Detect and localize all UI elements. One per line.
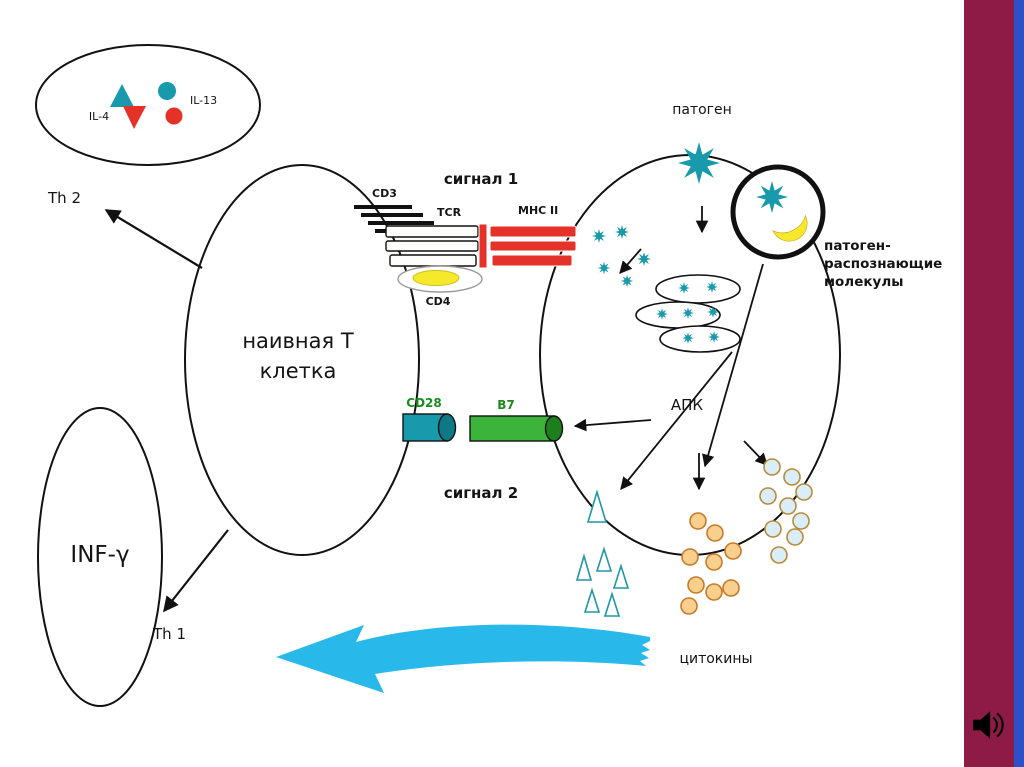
pathogen-label: патоген	[672, 102, 732, 118]
pr-label-line3: молекулы	[824, 274, 903, 290]
signal1-receptor-complex: сигнал 1 CD3 TCR MHC II	[354, 170, 577, 308]
mhc2-label: MHC II	[518, 204, 558, 217]
slide-edge-strip	[1014, 0, 1024, 767]
mhc2-bars	[478, 223, 577, 269]
pathogen-star-icon	[678, 142, 720, 184]
il4-up-triangle-icon	[110, 84, 134, 107]
apc-label: АПК	[671, 396, 704, 414]
pr-label-line2: распознающие	[824, 256, 942, 272]
il4-label: IL-4	[89, 110, 109, 123]
il13-teal-circle-icon	[158, 82, 176, 100]
immunology-diagram: IL-4 IL-13 Th 2 Th 1 наивная Т клетка IN…	[35, 44, 942, 707]
cd4-molecule: CD4	[397, 265, 483, 308]
pr-label-line1: патоген-	[824, 238, 891, 254]
il4-il13-group: IL-4 IL-13	[89, 82, 217, 129]
b7-label: B7	[497, 398, 515, 412]
antigen-fragments	[592, 225, 651, 288]
pathogen-group: патоген	[672, 102, 732, 234]
cd4-label: CD4	[426, 295, 451, 308]
naive-t-label-line2: клетка	[260, 359, 337, 383]
recognition-circle	[730, 164, 826, 260]
signal2-label: сигнал 2	[444, 484, 518, 502]
slide-sidebar	[964, 0, 1014, 767]
recognized-pathogen-star-icon	[755, 180, 789, 214]
inf-gamma-label: INF-γ	[70, 542, 129, 568]
antigen-arrow	[619, 248, 642, 274]
naive-t-cell	[184, 164, 420, 556]
naive-t-label-line1: наивная Т	[242, 329, 354, 353]
th2-label: Th 2	[47, 189, 81, 207]
th2-cytokine-vesicle	[35, 44, 261, 166]
signal1-label: сигнал 1	[444, 170, 518, 188]
th1-arrow	[163, 529, 229, 613]
th2-arrow	[104, 209, 203, 269]
cd28-cylinder	[402, 413, 457, 442]
pathogen-recognition-group: патоген- распознающие молекулы	[730, 164, 942, 290]
cytokine-blue-cluster	[759, 458, 813, 564]
tcr-label: TCR	[437, 206, 462, 219]
tcr-bars	[385, 225, 479, 267]
signal2-complex: CD28 B7 сигнал 2	[402, 396, 652, 502]
inf-gamma-vesicle	[37, 407, 163, 707]
il13-red-circle-icon	[165, 107, 183, 125]
il13-label: IL-13	[190, 94, 217, 107]
cytokines-label: цитокины	[679, 651, 752, 667]
speaker-icon[interactable]	[970, 706, 1006, 744]
phagosome-vesicles	[635, 274, 741, 353]
b7-cylinder	[469, 415, 564, 442]
feedback-swoosh-arrow	[276, 624, 650, 693]
th1-label: Th 1	[152, 625, 186, 643]
secretion-arrows	[620, 263, 768, 491]
crescent-icon	[772, 214, 808, 242]
cd28-label: CD28	[406, 396, 441, 410]
cytokine-orange-cluster	[680, 512, 742, 615]
cytokine-cones	[575, 489, 630, 617]
b7-arrow	[573, 418, 652, 432]
il4-down-triangle-icon	[123, 106, 146, 129]
cd3-label: CD3	[372, 187, 397, 200]
